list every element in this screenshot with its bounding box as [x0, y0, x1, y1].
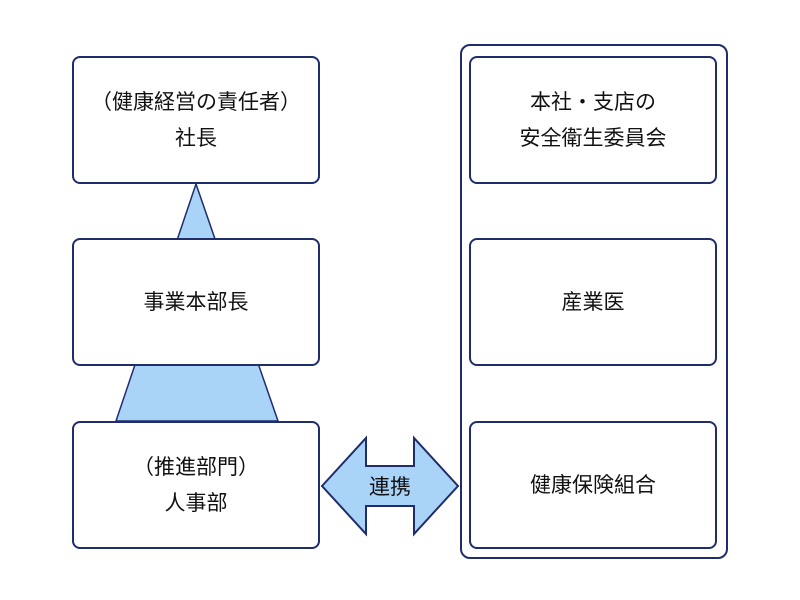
health-insurance-society-box: 健康保険組合 — [469, 421, 717, 549]
president-title: 社長 — [175, 126, 217, 150]
division-head-title: 事業本部長 — [143, 290, 249, 314]
safety-committee-line1: 本社・支店の — [530, 90, 656, 114]
safety-committee-line2: 安全衛生委員会 — [519, 126, 667, 150]
division-head-box: 事業本部長 — [72, 238, 320, 366]
president-role-label: （健康経営の責任者） — [91, 90, 301, 114]
hr-department-title: 人事部 — [164, 491, 228, 515]
hr-role-label: （推進部門） — [133, 455, 259, 479]
industrial-physician-box: 産業医 — [469, 238, 717, 366]
industrial-physician-title: 産業医 — [561, 290, 625, 314]
health-insurance-society-title: 健康保険組合 — [530, 473, 656, 497]
hr-department-box: （推進部門） 人事部 — [72, 421, 320, 549]
double-arrow — [320, 435, 460, 537]
cooperation-label: 連携 — [369, 475, 411, 499]
president-box: （健康経営の責任者） 社長 — [72, 56, 320, 184]
safety-committee-box: 本社・支店の 安全衛生委員会 — [469, 56, 717, 184]
